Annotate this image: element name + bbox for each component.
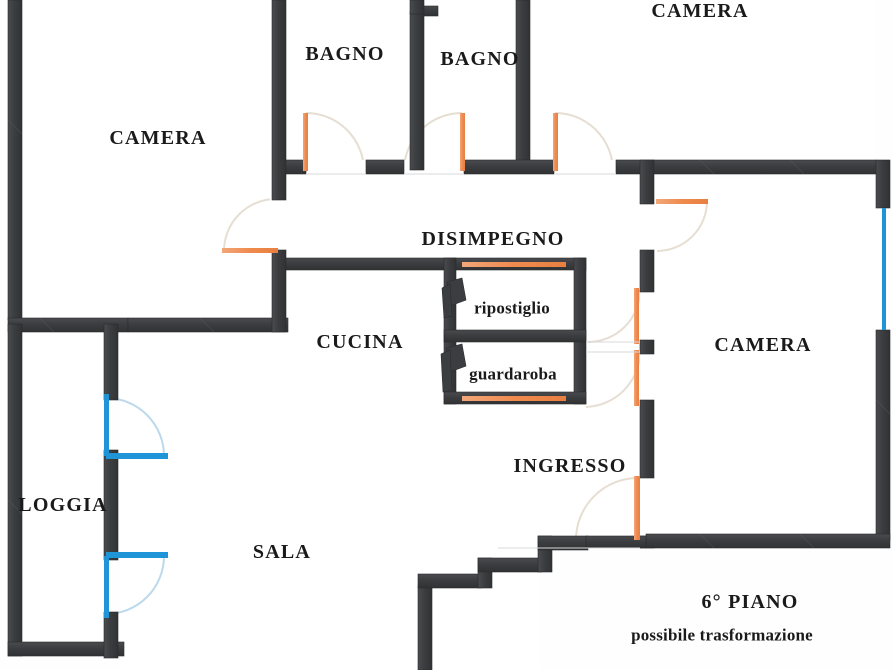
room-label-ripostiglio: ripostiglio [474,298,550,318]
wall-camera-east-south [645,533,891,549]
windows [104,208,886,618]
wall-hatching [7,119,891,549]
door-swing-cameraNW [223,198,277,252]
door-swing-ripostiglio [587,289,641,343]
wall-camera-east-west-d [639,399,655,479]
window-camera-east [882,208,886,330]
room-label-camera-ne: CAMERA [651,0,749,22]
door-leaf-cameraNW [222,248,278,253]
wall-cucina-north [285,257,455,271]
room-label-camera-east: CAMERA [714,334,812,356]
wall-exterior-east-upper [875,159,891,209]
threshold-lines [306,173,640,549]
wall-loggia-west [7,323,23,657]
door-leaf-closet-top [462,262,566,267]
wall-loggia-east-a [103,323,119,401]
wall-camera-east-west-c [639,339,655,355]
wall-closet-divider [443,329,587,343]
wall-between-bagni [409,11,425,171]
folding-panel-4 [440,349,453,393]
window-loggia-leaf-upper [106,453,168,459]
door-leaf-closet-bottom [462,396,566,401]
room-label-bagno-2: BAGNO [440,48,520,70]
door-leaves [222,113,708,540]
room-label-bagno-1: BAGNO [305,43,385,65]
door-swing-bagno1 [305,112,365,172]
door-leaf-guardaroba [634,350,639,406]
wall-cameraNW-east-lower [271,249,287,333]
wall-exterior-west-upper [7,0,23,321]
wall-camera-east-west-b [639,249,655,293]
room-label-cucina: CUCINA [316,331,404,353]
room-label-sala: SALA [252,541,312,563]
window-loggia-leaf-lower [106,552,168,558]
room-label-guardaroba: guardaroba [469,364,557,384]
door-swing-camera-east [656,200,708,252]
door-leaf-ingresso [634,476,640,540]
wall-disimpegno-north-c [463,159,555,175]
closet-folding-doors [440,277,467,393]
wall-loggia-east-c [103,611,119,659]
door-leaf-ripostiglio [634,288,639,344]
room-label-loggia: LOGGIA [18,494,108,516]
door-leaf-camera-east [656,199,708,204]
window-loggia-vertical-lower [104,556,109,618]
annotation-floor-number: 6° PIANO [701,591,799,613]
wall-bagno-jog-stub [423,5,439,17]
door-leaf-bagno1 [303,113,308,171]
wall-bagno2-east [515,0,531,171]
wall-step-horizontal-2 [477,557,543,573]
door-leaf-cameraNE [553,113,558,171]
folding-panel-2 [441,283,453,319]
room-label-camera-nw: CAMERA [109,127,207,149]
wall-step-vertical-1 [417,585,433,670]
wall-loggia-east-b [103,449,119,561]
wall-disimpegno-north-b [365,159,405,175]
wall-cameraNW-east-upper [271,0,287,201]
room-label-ingresso: INGRESSO [513,455,627,477]
room-label-disimpegno: DISIMPEGNO [421,228,565,250]
wall-cameraNW-south-right [127,317,289,333]
annotation-transform-note: possibile trasformazione [631,625,813,645]
door-swing-ingresso [575,477,639,541]
wall-bagno-jog-top [409,0,425,15]
walls [7,0,891,670]
wall-step-horizontal-1 [417,573,483,589]
wall-disimpegno-north-d [615,159,877,175]
wall-camera-east-west-a [639,159,655,205]
door-leaf-bagno2 [460,113,465,171]
wall-loggia-south [7,641,125,657]
wall-exterior-east-lower [875,329,891,541]
door-swing-cameraNE [554,112,614,172]
window-loggia-vertical-upper [104,394,109,456]
